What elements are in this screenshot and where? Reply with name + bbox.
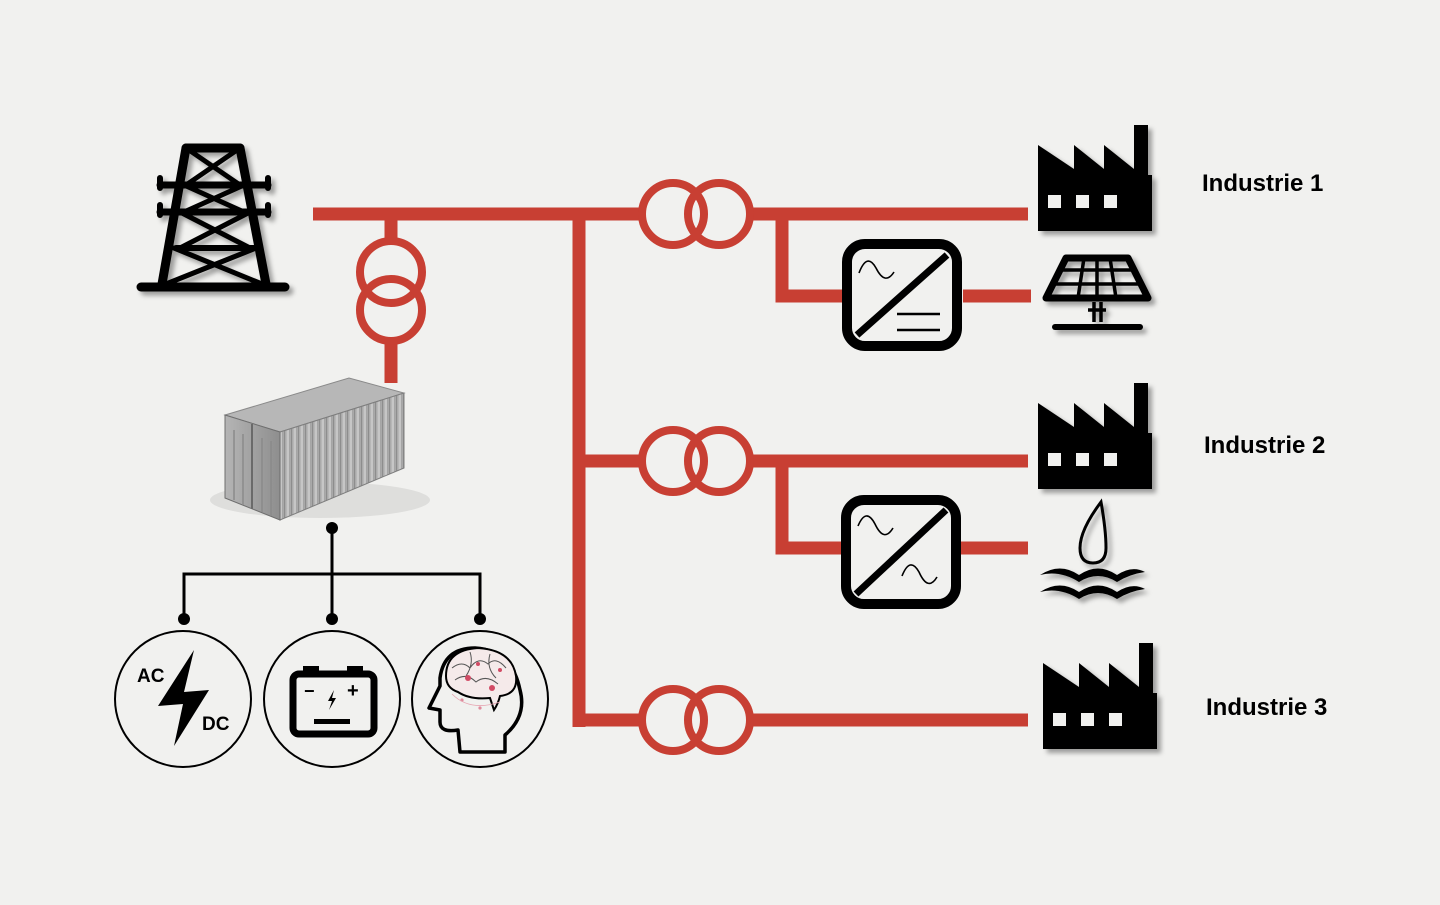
node-dot xyxy=(326,613,338,625)
node-dot xyxy=(326,522,338,534)
shipping-container-icon xyxy=(210,377,430,521)
node-dot xyxy=(178,613,190,625)
energy-management-badge xyxy=(411,630,549,768)
ac-dc-converter-badge: AC DC xyxy=(114,630,252,768)
branch-1-converter-feed xyxy=(775,214,842,303)
branch-2-transformer-icon xyxy=(642,430,750,492)
solar-panel-icon xyxy=(1042,254,1152,330)
link-nodes xyxy=(178,522,486,625)
battery-icon: − + xyxy=(289,666,378,738)
branch-2-factory-icon xyxy=(1038,383,1152,489)
hydro-water-icon xyxy=(1040,498,1145,599)
branch-3-transformer-icon xyxy=(642,689,750,751)
branch-3-factory-icon xyxy=(1043,643,1157,749)
transmission-tower-icon xyxy=(136,143,290,292)
storage-transformer-icon xyxy=(356,237,426,345)
brain-head-icon xyxy=(427,646,524,754)
storage-subsystem-links xyxy=(182,528,482,619)
battery-badge: − + xyxy=(263,630,401,768)
battery-plus: + xyxy=(347,680,359,702)
industrie-1-label: Industrie 1 xyxy=(1202,170,1324,197)
branch-1-transformer-icon xyxy=(642,183,750,245)
dc-label: DC xyxy=(202,714,230,735)
ac-label: AC xyxy=(137,666,165,687)
lightning-bolt-icon xyxy=(158,650,209,746)
industrie-3-label: Industrie 3 xyxy=(1206,694,1328,721)
branch-1-factory-icon xyxy=(1038,125,1152,231)
industrie-2-label: Industrie 2 xyxy=(1204,432,1326,459)
node-dot xyxy=(474,613,486,625)
branch-2-converter-icon xyxy=(841,495,961,609)
bus-lines xyxy=(313,207,1031,727)
battery-minus: − xyxy=(304,681,315,701)
branch-2-converter-feed xyxy=(775,461,842,555)
branch-1-converter-icon xyxy=(842,239,962,351)
